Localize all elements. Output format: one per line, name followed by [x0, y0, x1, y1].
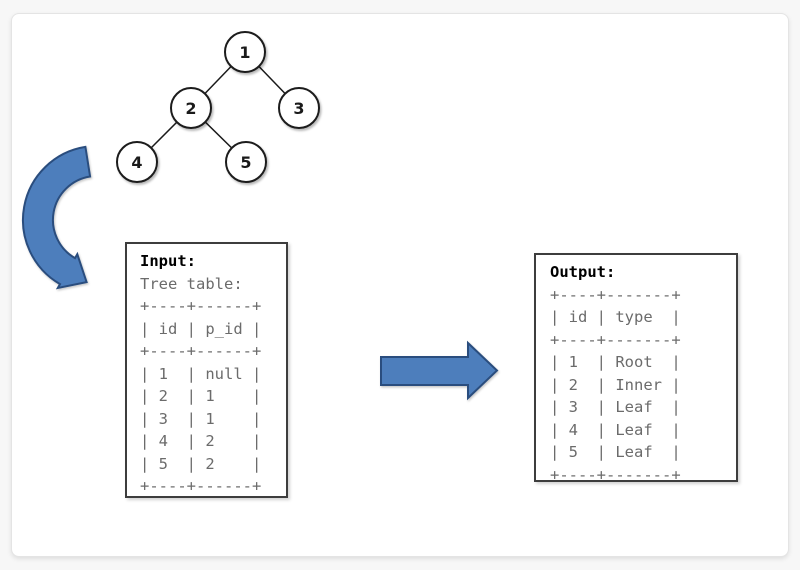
output-panel: Output: +----+-------+ | id | type | +--…: [534, 253, 738, 484]
ascii-table-line: | 1 | null |: [140, 364, 262, 383]
output-title: Output:: [550, 263, 616, 281]
ascii-table-line: | 3 | 1 |: [140, 409, 262, 428]
input-subtitle: Tree table:: [140, 274, 243, 293]
ascii-table-line: | 1 | Root |: [550, 353, 681, 371]
ascii-table-line: +----+-------+: [550, 285, 681, 304]
ascii-table-line: | 3 | Leaf |: [550, 398, 681, 416]
ascii-table-line: | 2 | Inner |: [550, 375, 681, 394]
ascii-table-line: | 2 | 1 |: [140, 387, 262, 405]
ascii-table-line: | 4 | 2 |: [140, 432, 262, 450]
ascii-table-line: +----+------+: [140, 477, 262, 495]
input-title: Input:: [140, 252, 196, 270]
ascii-table-line: | 4 | Leaf |: [550, 420, 681, 439]
ascii-table-line: +----+------+: [140, 297, 262, 315]
ascii-table-line: | id | type |: [550, 308, 681, 326]
ascii-table-line: +----+------+: [140, 342, 262, 360]
ascii-table-line: | id | p_id |: [140, 319, 262, 338]
ascii-table-line: +----+-------+: [550, 330, 681, 349]
ascii-table-line: | 5 | Leaf |: [550, 443, 681, 461]
ascii-table-line: | 5 | 2 |: [140, 454, 262, 473]
input-panel: Input: Tree table: +----+------+ | id | …: [125, 242, 288, 498]
ascii-table-line: +----+-------+: [550, 465, 681, 484]
